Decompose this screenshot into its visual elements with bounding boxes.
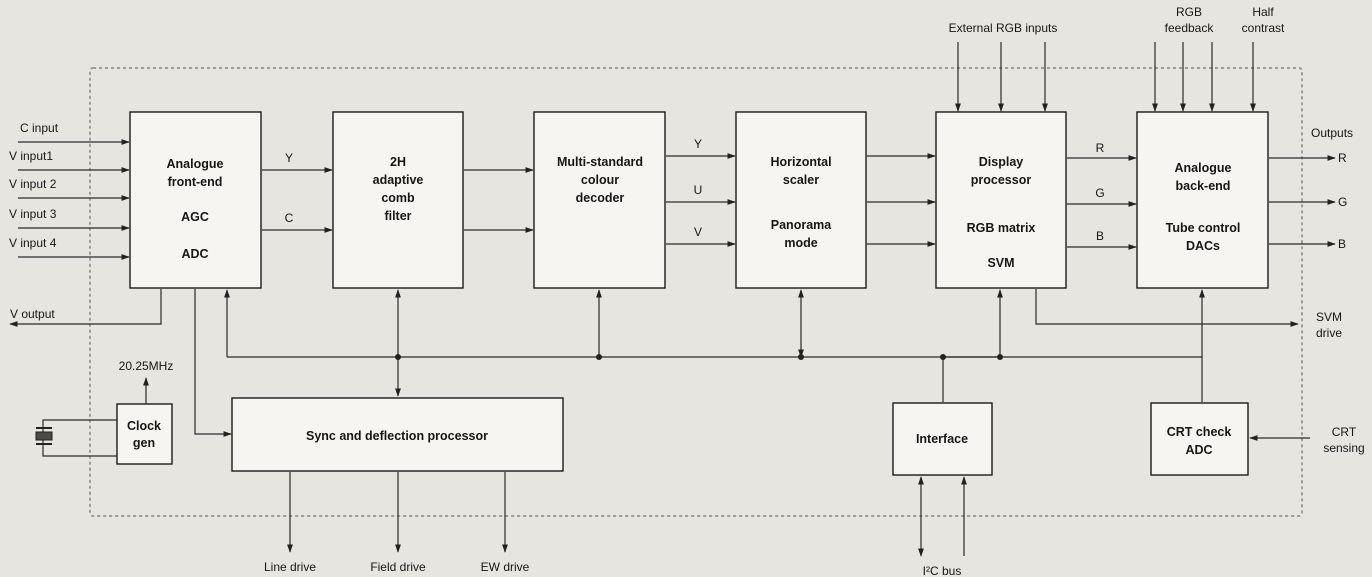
g-signal-label: G bbox=[1095, 186, 1104, 200]
half-contrast-line1: Half bbox=[1252, 5, 1274, 19]
b-signal-label: B bbox=[1096, 229, 1104, 243]
bottom-outputs: Line drive Field drive EW drive I²C bus bbox=[264, 472, 967, 577]
interface-label: Interface bbox=[916, 432, 968, 446]
clock-gen-block: Clock gen bbox=[116, 403, 173, 465]
front-end-to-sync-arrow bbox=[194, 289, 232, 437]
clock-gen-line1: Clock bbox=[127, 419, 161, 433]
svm-drive-arrow bbox=[1035, 289, 1299, 327]
dacs-label: DACs bbox=[1186, 239, 1220, 253]
r-output-label: R bbox=[1338, 151, 1347, 165]
analogue-front-end-line1: Analogue bbox=[167, 157, 224, 171]
bus-junction-decoder bbox=[596, 354, 602, 360]
svm-drive-line1: SVM bbox=[1316, 310, 1342, 324]
colour-decoder-block: Multi-standard colour decoder bbox=[533, 111, 666, 289]
horizontal-scaler-block: Horizontal scaler Panorama mode bbox=[735, 111, 867, 289]
analogue-back-end-line2: back-end bbox=[1176, 179, 1231, 193]
clock-and-sync: 20.25MHz bbox=[35, 289, 232, 457]
comb-filter-line1: 2H bbox=[390, 155, 406, 169]
display-processor-block: Display processor RGB matrix SVM bbox=[935, 111, 1067, 289]
agc-label: AGC bbox=[181, 210, 209, 224]
adc-label: ADC bbox=[181, 247, 208, 261]
crt-sensing-line1: CRT bbox=[1332, 425, 1357, 439]
chip-boundary bbox=[89, 67, 1303, 517]
rgb-feedback-line1: RGB bbox=[1176, 5, 1202, 19]
svm-label: SVM bbox=[987, 256, 1014, 270]
clock-gen-line2: gen bbox=[133, 436, 155, 450]
horizontal-scaler-line1: Horizontal bbox=[770, 155, 831, 169]
video-inputs: C input V input1 V input 2 V input 3 V i… bbox=[9, 121, 162, 327]
display-processor-line2: processor bbox=[971, 173, 1032, 187]
b-output-label: B bbox=[1338, 237, 1346, 251]
v-input1-label: V input1 bbox=[9, 149, 53, 163]
clock-frequency-label: 20.25MHz bbox=[119, 359, 174, 373]
line-drive-label: Line drive bbox=[264, 560, 316, 574]
c-signal-label: C bbox=[285, 211, 294, 225]
bus-junction-interface bbox=[940, 354, 946, 360]
v-output-arrow bbox=[9, 289, 162, 327]
interface-block: Interface bbox=[892, 402, 993, 476]
crt-sensing: CRT sensing bbox=[1249, 425, 1365, 455]
outputs-title: Outputs bbox=[1311, 126, 1353, 140]
half-contrast-line2: contrast bbox=[1242, 21, 1285, 35]
colour-decoder-line1: Multi-standard bbox=[557, 155, 643, 169]
ew-drive-label: EW drive bbox=[481, 560, 530, 574]
bus-junction-display bbox=[997, 354, 1003, 360]
analogue-back-end-block: Analogue back-end Tube control DACs bbox=[1136, 111, 1269, 289]
c-input-label: C input bbox=[20, 121, 59, 135]
bus-junction-comb bbox=[395, 354, 401, 360]
comb-filter-line2: adaptive bbox=[373, 173, 424, 187]
bus-junction-scaler bbox=[798, 354, 804, 360]
sync-deflection-label: Sync and deflection processor bbox=[306, 429, 488, 443]
y-out-label: Y bbox=[694, 137, 702, 151]
crt-check-adc-block: CRT check ADC bbox=[1150, 402, 1249, 476]
analogue-back-end-line1: Analogue bbox=[1175, 161, 1232, 175]
comb-filter-block: 2H adaptive comb filter bbox=[332, 111, 464, 289]
g-output-label: G bbox=[1338, 195, 1347, 209]
crt-check-line2: ADC bbox=[1185, 443, 1212, 457]
crt-sensing-line2: sensing bbox=[1323, 441, 1364, 455]
svm-drive-line2: drive bbox=[1316, 326, 1342, 340]
top-inputs: External RGB inputs RGB feedback Half co… bbox=[949, 5, 1285, 112]
external-rgb-label: External RGB inputs bbox=[949, 21, 1058, 35]
v-input4-label: V input 4 bbox=[9, 236, 57, 250]
analogue-front-end-block: Analogue front-end AGC ADC bbox=[129, 111, 262, 289]
sync-deflection-block: Sync and deflection processor bbox=[231, 397, 564, 472]
crt-check-line1: CRT check bbox=[1167, 425, 1232, 439]
crystal-icon bbox=[35, 427, 53, 445]
colour-decoder-line3: decoder bbox=[576, 191, 625, 205]
v-input2-label: V input 2 bbox=[9, 177, 57, 191]
rgb-feedback-line2: feedback bbox=[1165, 21, 1215, 35]
comb-filter-line4: filter bbox=[384, 209, 411, 223]
signal-path: Y C Y U V R G B bbox=[262, 137, 1137, 250]
i2c-bus-label: I²C bus bbox=[923, 564, 962, 577]
v-input3-label: V input 3 bbox=[9, 207, 57, 221]
v-out-label: V bbox=[694, 225, 702, 239]
tube-control-label: Tube control bbox=[1166, 221, 1241, 235]
panorama-mode-line2: mode bbox=[784, 236, 817, 250]
outputs: Outputs R G B SVM drive bbox=[1035, 126, 1353, 340]
u-out-label: U bbox=[694, 183, 703, 197]
colour-decoder-line2: colour bbox=[581, 173, 619, 187]
analogue-front-end-line2: front-end bbox=[168, 175, 223, 189]
r-signal-label: R bbox=[1096, 141, 1105, 155]
comb-filter-line3: comb bbox=[381, 191, 415, 205]
display-processor-line1: Display bbox=[979, 155, 1024, 169]
panorama-mode-line1: Panorama bbox=[771, 218, 832, 232]
v-output-label: V output bbox=[10, 307, 55, 321]
y-signal-label: Y bbox=[285, 151, 293, 165]
horizontal-scaler-line2: scaler bbox=[783, 173, 819, 187]
control-bus bbox=[224, 289, 1205, 402]
crystal-wiring bbox=[42, 419, 117, 457]
rgb-matrix-label: RGB matrix bbox=[967, 221, 1036, 235]
field-drive-label: Field drive bbox=[370, 560, 426, 574]
